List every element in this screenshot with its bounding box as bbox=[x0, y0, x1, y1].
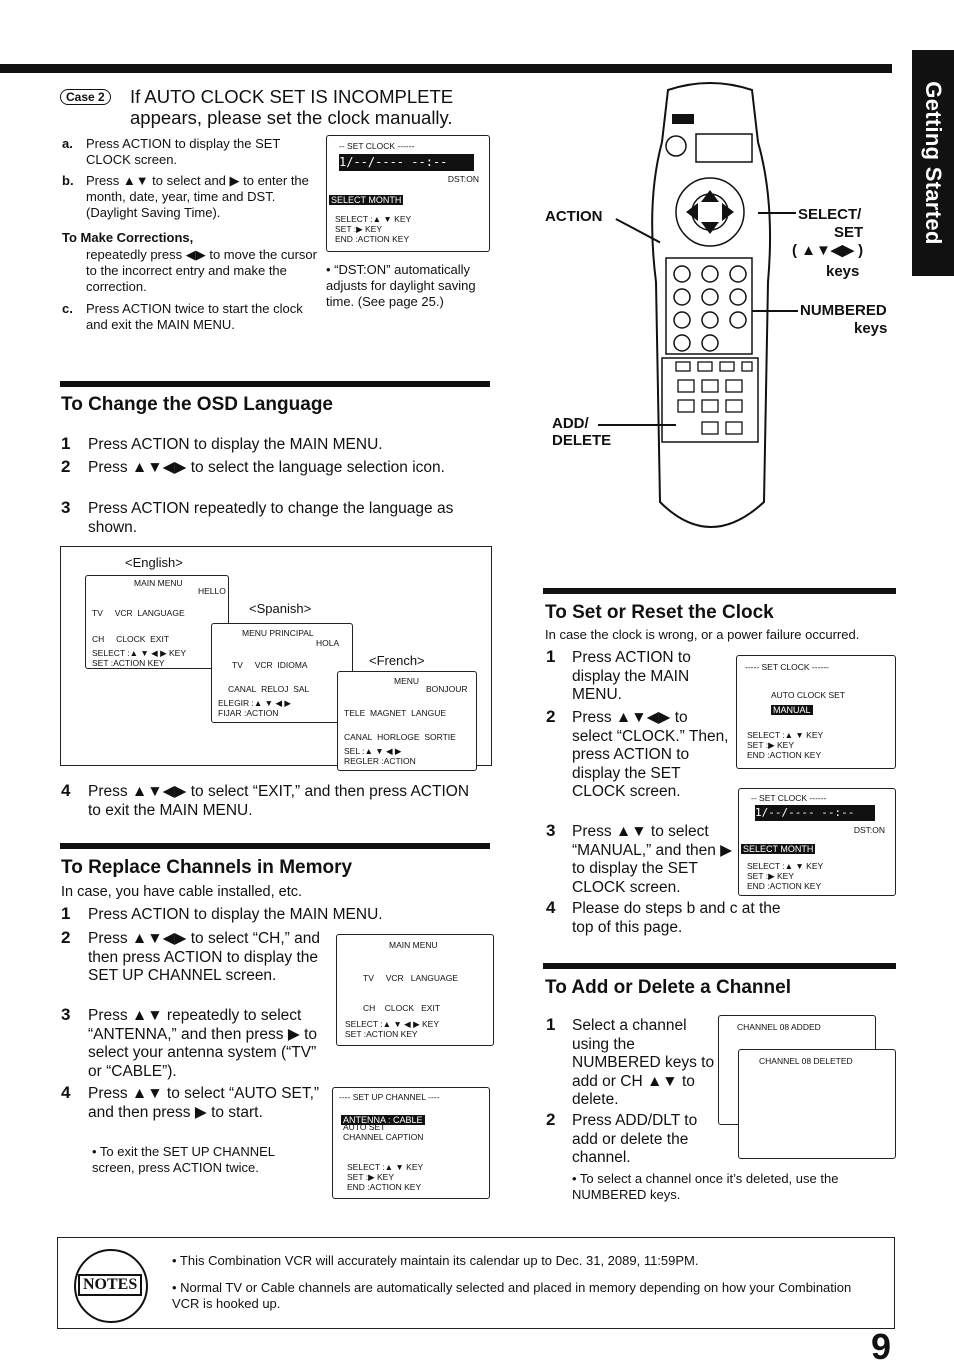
clock-step2-num: 2 bbox=[546, 707, 556, 726]
osd-step1-text: Press ACTION to display the MAIN MENU. bbox=[88, 436, 383, 453]
spanish-menu: MENU PRINCIPAL HOLA TV VCR IDIOMA CANAL … bbox=[211, 623, 353, 723]
note-2: • Normal TV or Cable channels are automa… bbox=[172, 1280, 852, 1311]
add-step1-text: Select a channel using the NUMBERED keys… bbox=[572, 1017, 715, 1108]
clock-step3-text: Press ▲▼ to select “MANUAL,” and then ▶ … bbox=[572, 823, 733, 896]
step-b-letter: b. bbox=[62, 173, 74, 188]
french-label: <French> bbox=[369, 653, 425, 668]
set-clock-value: 1/--/---- --:-- bbox=[339, 154, 474, 171]
add-leader-line bbox=[598, 424, 676, 426]
osd-step4-text: Press ▲▼◀▶ to select “EXIT,” and then pr… bbox=[88, 783, 470, 819]
osd-step3-num: 3 bbox=[61, 498, 71, 517]
replace-step3-num: 3 bbox=[61, 1005, 71, 1024]
add-step2-num: 2 bbox=[546, 1110, 556, 1129]
add-section-rule bbox=[543, 963, 896, 969]
clock-title: To Set or Reset the Clock bbox=[545, 602, 774, 623]
step-a-text: Press ACTION to display the SET CLOCK sc… bbox=[86, 136, 281, 167]
add-step1-num: 1 bbox=[546, 1015, 556, 1034]
label-add: ADD/ bbox=[552, 415, 589, 432]
replace-title: To Replace Channels in Memory bbox=[61, 857, 353, 878]
replace-step3-text: Press ▲▼ repeatedly to select “ANTENNA,”… bbox=[88, 1007, 318, 1080]
set-clock-title: -- SET CLOCK ------ bbox=[339, 141, 415, 151]
label-delete: DELETE bbox=[552, 432, 612, 449]
step-c-letter: c. bbox=[62, 301, 73, 316]
replace-step2-text: Press ▲▼◀▶ to select “CH,” and then pres… bbox=[88, 930, 320, 984]
replace-step1-num: 1 bbox=[61, 904, 71, 923]
step-a-letter: a. bbox=[62, 136, 73, 151]
add-title: To Add or Delete a Channel bbox=[545, 977, 791, 998]
clock-step1-num: 1 bbox=[546, 647, 556, 666]
label-keys: keys bbox=[826, 263, 860, 280]
label-numbered: NUMBERED bbox=[800, 302, 887, 319]
step-b-text: Press ▲▼ to select and ▶ to enter the mo… bbox=[86, 173, 309, 220]
dst-note: • “DST:ON” automatically adjusts for day… bbox=[326, 262, 476, 309]
notes-badge: NOTES bbox=[74, 1249, 148, 1323]
english-label: <English> bbox=[125, 555, 183, 570]
channel-deleted-screen: CHANNEL 08 DELETED bbox=[738, 1049, 896, 1159]
osd-step3-text: Press ACTION repeatedly to change the la… bbox=[88, 500, 454, 536]
case2-badge: Case 2 bbox=[60, 88, 111, 106]
osd-title: To Change the OSD Language bbox=[61, 394, 333, 415]
corrections-text: repeatedly press ◀▶ to move the cursor t… bbox=[86, 247, 317, 294]
label-set: SET bbox=[834, 224, 864, 241]
english-menu: MAIN MENU HELLO TV VCR LANGUAGE CH CLOCK… bbox=[85, 575, 229, 669]
numbered-leader-line bbox=[752, 310, 798, 312]
osd-step4-num: 4 bbox=[61, 781, 71, 800]
select-leader-line bbox=[758, 212, 796, 214]
replace-note: • To exit the SET UP CHANNEL screen, pre… bbox=[92, 1144, 275, 1175]
set-clock-screen: -- SET CLOCK ------ 1/--/---- --:-- DST:… bbox=[326, 135, 490, 252]
label-numbered-keys: keys bbox=[854, 320, 888, 337]
label-arrow-keys: ( ▲▼◀▶ ) bbox=[792, 242, 864, 259]
clock-step4-num: 4 bbox=[546, 898, 556, 917]
replace-step4-num: 4 bbox=[61, 1083, 71, 1102]
note-1: • This Combination VCR will accurately m… bbox=[172, 1253, 699, 1268]
osd-step2-num: 2 bbox=[61, 457, 71, 476]
remote-control-illustration bbox=[651, 82, 771, 528]
clock-section-rule bbox=[543, 588, 896, 594]
side-tab: Getting Started bbox=[912, 50, 954, 276]
replace-subtitle: In case, you have cable installed, etc. bbox=[61, 884, 303, 900]
case2-heading-line2: appears, please set the clock manually. bbox=[130, 107, 453, 128]
osd-section-rule bbox=[60, 381, 490, 387]
corrections-title: To Make Corrections, bbox=[62, 230, 194, 245]
notes-box bbox=[57, 1237, 895, 1329]
french-menu: MENU BONJOUR TELE MAGNET LANGUE CANAL HO… bbox=[337, 671, 477, 771]
language-diagram: <English> MAIN MENU HELLO TV VCR LANGUAG… bbox=[60, 546, 492, 771]
label-action: ACTION bbox=[545, 208, 603, 225]
osd-step2-text: Press ▲▼◀▶ to select the language select… bbox=[88, 459, 445, 476]
clock-step4-text: Please do steps b and c at the top of th… bbox=[572, 900, 781, 936]
set-clock-highlight: SELECT MONTH bbox=[329, 195, 404, 205]
setup-channel-screen: ---- SET UP CHANNEL ---- ANTENNA : CABLE… bbox=[332, 1087, 490, 1199]
replace-main-menu: MAIN MENU TV VCR LANGUAGE CH CLOCK EXIT … bbox=[336, 934, 494, 1046]
add-step2-text: Press ADD/DLT to add or delete the chann… bbox=[572, 1112, 698, 1166]
clock-screen-1: ----- SET CLOCK ------ AUTO CLOCK SET MA… bbox=[736, 655, 896, 769]
top-rule bbox=[0, 64, 892, 73]
page-number: 9 bbox=[870, 1326, 891, 1367]
replace-step1-text: Press ACTION to display the MAIN MENU. bbox=[88, 906, 383, 923]
replace-step2-num: 2 bbox=[61, 928, 71, 947]
label-select-set: SELECT/ bbox=[798, 206, 862, 223]
clock-screen-2: -- SET CLOCK ------ 1/--/---- --:-- DST:… bbox=[738, 788, 896, 896]
replace-step4-text: Press ▲▼ to select “AUTO SET,” and then … bbox=[88, 1085, 320, 1121]
replace-section-rule bbox=[60, 843, 490, 849]
notes-badge-label: NOTES bbox=[78, 1274, 143, 1296]
osd-step1-num: 1 bbox=[61, 434, 71, 453]
case2-heading-line1: If AUTO CLOCK SET IS INCOMPLETE bbox=[130, 86, 454, 107]
add-note: • To select a channel once it’s deleted,… bbox=[572, 1171, 839, 1202]
case2-heading: If AUTO CLOCK SET IS INCOMPLETE appears,… bbox=[130, 86, 453, 128]
clock-subtitle: In case the clock is wrong, or a power f… bbox=[545, 627, 860, 642]
side-tab-label: Getting Started bbox=[921, 81, 946, 245]
clock-step1-text: Press ACTION to display the MAIN MENU. bbox=[572, 649, 691, 703]
clock-step2-text: Press ▲▼◀▶ to select “CLOCK.” Then, pres… bbox=[572, 709, 729, 800]
spanish-label: <Spanish> bbox=[249, 601, 312, 616]
step-c-text: Press ACTION twice to start the clock an… bbox=[86, 301, 303, 332]
clock-step3-num: 3 bbox=[546, 821, 556, 840]
set-clock-dst: DST:ON bbox=[447, 174, 479, 184]
